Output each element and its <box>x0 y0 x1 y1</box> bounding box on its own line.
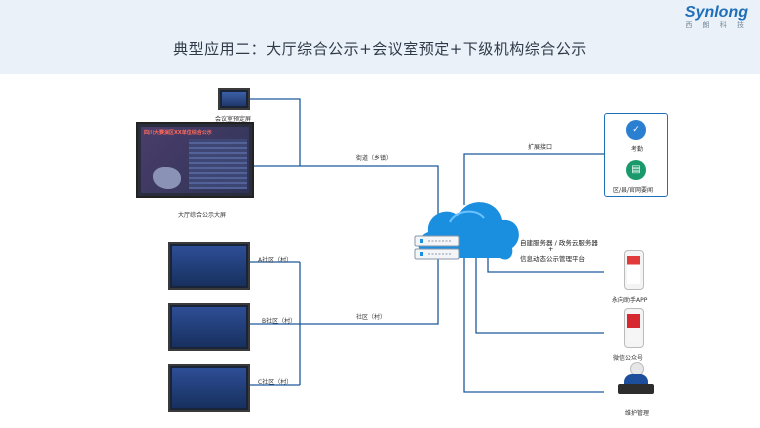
community-b-screen <box>168 303 250 351</box>
map-graphic <box>153 167 181 189</box>
line-community <box>300 258 439 325</box>
community-c-label: C社区（村） <box>258 379 293 386</box>
district-icon: ▤ <box>626 160 646 180</box>
page-title: 典型应用二：大厅综合公示+会议室预定+下级机构综合公示 <box>173 40 587 58</box>
brand-logo: Synlong 西 朗 科 技 <box>685 4 748 30</box>
community-link-label: 社区（村） <box>356 314 387 321</box>
line-app <box>487 256 604 273</box>
community-c-screen <box>168 364 250 412</box>
server-icon <box>414 235 460 260</box>
community-b-label: B社区（村） <box>262 318 297 325</box>
header-band <box>0 0 760 74</box>
hall-screen-label: 大厅综合公示大屏 <box>178 212 227 219</box>
line-extension <box>463 153 604 205</box>
attendance-icon: ✓ <box>626 120 646 140</box>
extension-link-label: 扩展接口 <box>528 144 553 151</box>
line-street <box>254 165 439 240</box>
big-screen-title: 四川大赛演区XX单位综合公示 <box>144 130 212 136</box>
cloud-highlight <box>449 210 485 223</box>
attendance-label: 考勤 <box>631 146 644 153</box>
extension-panel: ✓ 考勤 ▤ 区/县/官网要闻 <box>604 113 668 197</box>
line-wechat <box>475 254 604 334</box>
server-line3: 信息动态公示管理平台 <box>520 255 585 263</box>
brand-logo-text: Synlong <box>684 4 748 21</box>
app-label: 永向助手APP <box>612 297 648 304</box>
line-meeting-room <box>250 98 301 166</box>
maintenance-label: 维护管理 <box>625 410 650 417</box>
meeting-room-screen <box>218 88 250 110</box>
community-a-label: A社区（村） <box>258 257 293 264</box>
server-line2: + <box>548 245 554 253</box>
app-phone <box>624 250 644 290</box>
meeting-room-label: 会议室预定屏 <box>215 116 252 123</box>
data-grid-graphic <box>189 139 247 189</box>
maintenance-icon <box>616 362 656 400</box>
hall-big-screen: 四川大赛演区XX单位综合公示 <box>136 122 254 198</box>
district-label: 区/县/官网要闻 <box>613 187 654 194</box>
street-link-label: 街道（乡镇） <box>356 155 393 162</box>
community-a-screen <box>168 242 250 290</box>
wechat-phone <box>624 308 644 348</box>
line-maintenance <box>463 254 604 393</box>
server-line1: 自建服务器 / 政务云服务器 <box>520 239 598 247</box>
wechat-label: 微信公众号 <box>613 355 644 362</box>
brand-logo-subtext: 西 朗 科 技 <box>685 21 748 29</box>
